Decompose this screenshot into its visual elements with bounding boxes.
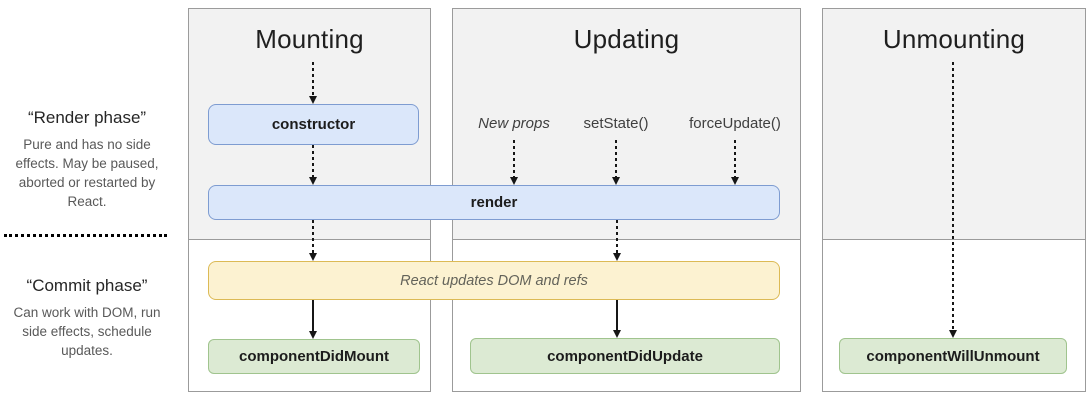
unmounting-render-zone — [823, 9, 1085, 240]
phase-divider — [4, 234, 167, 237]
phase-sidebar: “Render phase” Pure and has no side effe… — [0, 0, 176, 402]
trigger-set-state: setState() — [583, 115, 649, 132]
arrow-force-update-to-render — [731, 140, 739, 185]
arrowhead-icon — [309, 96, 317, 104]
render-phase-title: “Render phase” — [27, 108, 147, 127]
arrowhead-icon — [510, 177, 518, 185]
render-phase-description: Pure and has no side effects. May be pau… — [15, 137, 159, 210]
arrow-constructor-to-render — [309, 145, 317, 185]
arrowhead-icon — [949, 330, 957, 338]
commit-phase-block: “Commit phase” Can work with DOM, run si… — [4, 276, 170, 360]
arrowhead-icon — [309, 253, 317, 261]
mounting-title: Mounting — [255, 24, 364, 54]
arrowhead-icon — [612, 177, 620, 185]
updating-title: Updating — [573, 24, 680, 54]
component-did-mount-box: componentDidMount — [208, 339, 420, 374]
react-updates-dom-box: React updates DOM and refs — [208, 261, 780, 300]
arrowhead-icon — [309, 331, 317, 339]
column-unmounting — [822, 8, 1086, 392]
arrowhead-icon — [309, 177, 317, 185]
component-will-unmount-box: componentWillUnmount — [839, 338, 1067, 374]
arrowhead-icon — [613, 253, 621, 261]
unmounting-title: Unmounting — [882, 24, 1026, 54]
arrow-dom-update-to-did-mount — [309, 300, 317, 339]
arrowhead-icon — [731, 177, 739, 185]
render-phase-block: “Render phase” Pure and has no side effe… — [4, 108, 170, 212]
arrow-render-to-dom-update-mounting — [309, 220, 317, 261]
arrow-new-props-to-render — [510, 140, 518, 185]
component-did-update-box: componentDidUpdate — [470, 338, 780, 374]
arrow-render-to-dom-update-updating — [613, 220, 621, 261]
trigger-new-props: New props — [478, 115, 550, 132]
arrow-unmounting-to-will-unmount — [949, 62, 957, 338]
arrow-set-state-to-render — [612, 140, 620, 185]
trigger-force-update: forceUpdate() — [689, 115, 781, 132]
commit-phase-description: Can work with DOM, run side effects, sch… — [13, 305, 161, 359]
arrow-mounting-to-constructor — [309, 62, 317, 104]
arrowhead-icon — [613, 330, 621, 338]
constructor-box: constructor — [208, 104, 419, 145]
render-box: render — [208, 185, 780, 220]
arrow-dom-update-to-did-update — [613, 300, 621, 338]
commit-phase-title: “Commit phase” — [26, 276, 148, 295]
